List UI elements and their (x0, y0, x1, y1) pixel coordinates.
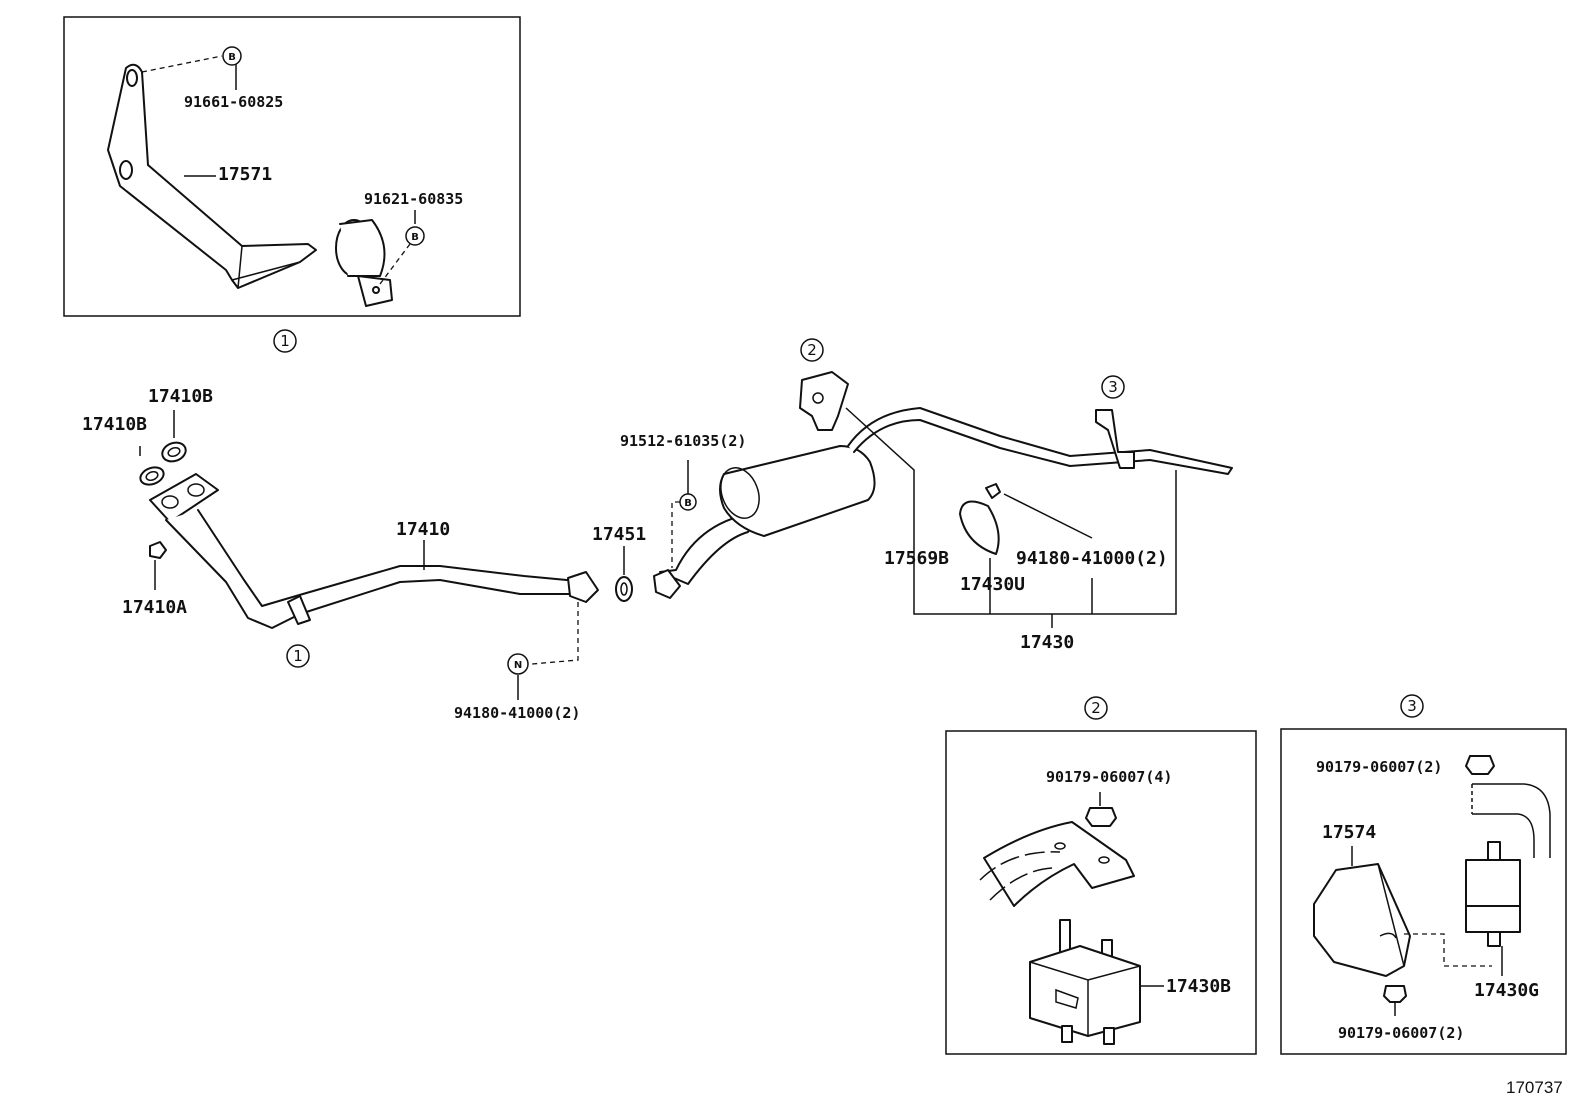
b-marker-3: B (679, 493, 697, 511)
svg-text:1: 1 (293, 647, 303, 665)
callout-2-detail: 2 (1084, 696, 1108, 720)
svg-text:2: 2 (807, 341, 817, 359)
callout-1-pipe: 1 (286, 644, 310, 668)
nut-17410a (149, 541, 167, 559)
leader-dash-91661 (141, 55, 223, 73)
group-bracket-17430 (845, 407, 1177, 628)
muffler-assembly (653, 407, 1233, 599)
part-label-17430g: 17430G (1474, 980, 1539, 1001)
part-label-94180-bottom: 94180-41000(2) (454, 704, 580, 722)
part-label-17569b: 17569B (884, 548, 949, 569)
b-marker-1: B (222, 46, 242, 66)
bracket-plate-2 (979, 821, 1135, 907)
leader-dash-n (531, 602, 579, 665)
part-label-17430u: 17430U (960, 574, 1025, 595)
part-label-91621-60835: 91621-60835 (364, 190, 463, 208)
mount-17430b (1029, 919, 1141, 1045)
front-pipe-17410 (149, 473, 599, 629)
svg-text:2: 2 (1091, 699, 1101, 717)
callout-2-muffler: 2 (800, 338, 824, 362)
part-label-91661-60825: 91661-60825 (184, 93, 283, 111)
part-label-91512-61035: 91512-61035(2) (620, 432, 746, 450)
part-label-90179-4: 90179-06007(4) (1046, 768, 1172, 786)
leader-dash-91512 (671, 501, 680, 568)
part-label-90179-top: 90179-06007(2) (1316, 758, 1442, 776)
bolt-90179-bottom (1383, 985, 1407, 1016)
detail-frame-2 (945, 730, 1257, 1055)
part-label-17574: 17574 (1322, 822, 1376, 843)
bracket-17571 (107, 63, 317, 289)
mount-17430g (1465, 841, 1521, 947)
part-label-17430: 17430 (1020, 632, 1074, 653)
svg-text:3: 3 (1108, 378, 1118, 396)
part-label-17571: 17571 (218, 164, 272, 185)
svg-text:B: B (684, 498, 692, 509)
part-label-90179-bottom: 90179-06007(2) (1338, 1024, 1464, 1042)
svg-text:B: B (411, 232, 419, 243)
clamp-17430u (959, 483, 1001, 555)
detail-frame-3 (1280, 728, 1567, 1055)
svg-text:3: 3 (1407, 697, 1417, 715)
b-marker-2: B (405, 226, 425, 246)
diagram-code: 170737 (1506, 1078, 1563, 1097)
callout-3-muffler: 3 (1101, 375, 1125, 399)
gasket-17410b-top (161, 441, 187, 463)
part-label-17430b: 17430B (1166, 976, 1231, 997)
hanger-bracket-3 (1095, 409, 1135, 469)
part-label-17410: 17410 (396, 519, 450, 540)
hanger-bracket-2 (799, 371, 849, 431)
callout-1-detail: 1 (273, 329, 297, 353)
part-label-94180-right: 94180-41000(2) (1016, 548, 1168, 569)
clamp-part (335, 219, 393, 307)
svg-text:1: 1 (280, 332, 290, 350)
gasket-17451 (615, 576, 633, 602)
part-label-17451: 17451 (592, 524, 646, 545)
n-marker: N (507, 653, 529, 675)
hanger-pipe-3 (1471, 783, 1551, 858)
nut-90179-top (1465, 755, 1495, 775)
gasket-17410b-left (139, 466, 165, 486)
part-label-17410a: 17410A (122, 597, 187, 618)
leader-dash-17430g (1404, 933, 1492, 967)
callout-3-detail: 3 (1400, 694, 1424, 718)
svg-text:N: N (514, 660, 522, 671)
svg-text:B: B (228, 52, 236, 63)
part-label-17410b-left: 17410B (82, 414, 147, 435)
part-label-17410b-top: 17410B (148, 386, 213, 407)
detail-frame-1 (63, 16, 521, 317)
bracket-17574 (1313, 863, 1411, 977)
nut-90179-4 (1085, 807, 1117, 827)
